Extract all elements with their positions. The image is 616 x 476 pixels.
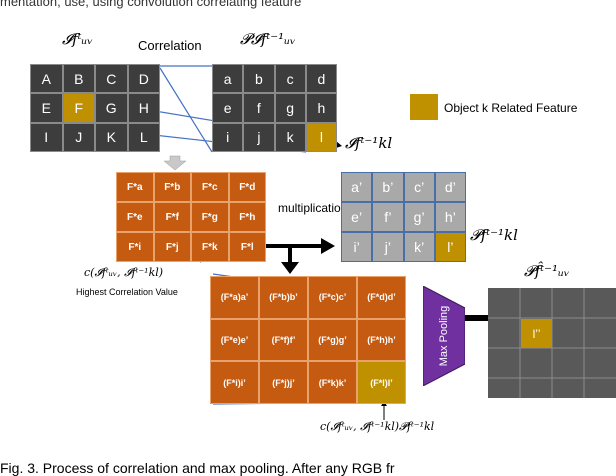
input-cell: H xyxy=(127,93,160,123)
c-highest-label: c(𝓘fᵗᵤᵥ, 𝓘fᵗ⁻¹kl) xyxy=(84,266,164,279)
input-cell: B xyxy=(62,64,95,94)
prime-cell: a’ xyxy=(341,172,373,202)
corr-cell: F*b xyxy=(153,172,191,202)
output-cell: l’’ xyxy=(521,319,552,348)
max-pooling-label: Max Pooling xyxy=(438,305,450,367)
prev-cell: g xyxy=(274,93,306,123)
input-cell: G xyxy=(95,93,128,123)
input-cell: L xyxy=(127,122,160,152)
product-cell: (F*l)l’ xyxy=(357,361,406,404)
prev-cell: j xyxy=(243,122,275,152)
correlation-label: Correlation xyxy=(138,38,202,53)
input-cell: K xyxy=(95,122,128,152)
c-product-label: c(𝓘fᵗᵤᵥ, 𝓘fᵗ⁻¹kl)𝓟fᵗ⁻¹kl xyxy=(320,420,435,433)
product-cell: (F*c)c’ xyxy=(308,276,357,319)
corr-cell: F*j xyxy=(153,232,191,262)
prime-cell: l’ xyxy=(434,232,466,262)
prime-cell: k’ xyxy=(403,232,435,262)
prev-cell: a xyxy=(212,64,244,94)
product-cell: (F*g)g’ xyxy=(308,318,357,362)
product-cell: (F*e)e’ xyxy=(210,318,259,362)
product-cell: (F*h)h’ xyxy=(357,318,406,362)
prime-cell: f’ xyxy=(372,202,404,232)
if-kl-t1-label: 𝓘fᵗ⁻¹kl xyxy=(345,134,393,152)
prime-cell: g’ xyxy=(403,202,435,232)
corr-cell: F*c xyxy=(191,172,229,202)
input-cell: D xyxy=(127,64,160,94)
corr-cell: F*i xyxy=(116,232,154,262)
prev-cell: h xyxy=(305,93,337,123)
corr-cell: F*l xyxy=(228,232,266,262)
corr-cell: F*e xyxy=(116,202,154,232)
corr-cell: F*h xyxy=(228,202,266,232)
prime-cell: j’ xyxy=(372,232,404,262)
pf-kl-t1-label: 𝓟fᵗ⁻¹kl xyxy=(470,226,518,244)
top-caption-fragment: mentation, use, using convolution correl… xyxy=(0,0,302,9)
prime-cell: c’ xyxy=(403,172,435,202)
input-cell: F xyxy=(62,93,95,123)
corr-cell: F*k xyxy=(191,232,229,262)
prev-cell: l xyxy=(305,122,337,152)
max-pooling-block xyxy=(423,286,465,386)
pif-uv-t1-label: 𝓟𝓘fᵗ⁻¹ᵤᵥ xyxy=(240,30,296,48)
prime-cell: h’ xyxy=(434,202,466,232)
output-grid-lines xyxy=(488,288,616,398)
product-cell: (F*f)f’ xyxy=(259,318,308,362)
highest-correlation-label: Highest Correlation Value xyxy=(76,287,178,297)
prev-cell: d xyxy=(305,64,337,94)
input-cell: C xyxy=(95,64,128,94)
prime-cell: d’ xyxy=(434,172,466,202)
corr-cell: F*f xyxy=(153,202,191,232)
product-cell: (F*k)k’ xyxy=(308,361,357,404)
corr-cell: F*g xyxy=(191,202,229,232)
corr-cell: F*d xyxy=(228,172,266,202)
input-cell: I xyxy=(30,122,63,152)
prev-cell: i xyxy=(212,122,244,152)
input-cell: A xyxy=(30,64,63,94)
legend-label: Object k Related Feature xyxy=(444,101,578,115)
prev-cell: b xyxy=(243,64,275,94)
if-uv-t-label: 𝓘fᵗᵤᵥ xyxy=(62,30,93,48)
prime-feature-grid: a’b’c’d’ e’f’g’h’ i’j’k’l’ xyxy=(341,172,466,262)
prime-cell: e’ xyxy=(341,202,373,232)
output-grid: l’’ xyxy=(488,288,616,398)
down-arrow-gray xyxy=(163,155,187,171)
prev-cell: e xyxy=(212,93,244,123)
product-cell: (F*i)i’ xyxy=(210,361,259,404)
pf-hat-uv-label: 𝓟f̂ᵗ⁻¹ᵤᵥ xyxy=(524,262,570,280)
prime-cell: i’ xyxy=(341,232,373,262)
product-grid: (F*a)a’(F*b)b’(F*c)c’(F*d)d’ (F*e)e’(F*f)… xyxy=(210,276,406,404)
prev-cell: c xyxy=(274,64,306,94)
input-cell: J xyxy=(62,122,95,152)
figure-caption-fragment: Fig. 3. Process of correlation and max p… xyxy=(0,460,395,476)
product-cell: (F*d)d’ xyxy=(357,276,406,319)
product-cell: (F*j)j’ xyxy=(259,361,308,404)
prime-cell: b’ xyxy=(372,172,404,202)
multiplication-label: multiplication xyxy=(278,201,348,215)
prev-cell: f xyxy=(243,93,275,123)
product-cell: (F*b)b’ xyxy=(259,276,308,319)
input-cell: E xyxy=(30,93,63,123)
product-cell: (F*a)a’ xyxy=(210,276,259,319)
corr-line-bottom xyxy=(159,67,213,153)
prev-cell: k xyxy=(274,122,306,152)
corr-cell: F*a xyxy=(116,172,154,202)
legend-swatch xyxy=(410,94,438,120)
